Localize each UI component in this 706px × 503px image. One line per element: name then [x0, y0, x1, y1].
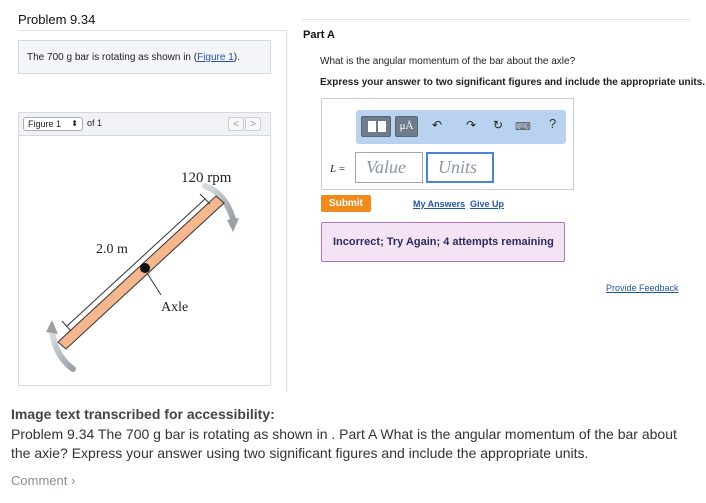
- variable-label: L =: [330, 163, 345, 175]
- chevron-right-icon: >: [250, 119, 256, 130]
- my-answers-link[interactable]: My Answers: [413, 199, 466, 209]
- axle-leader-line: [146, 272, 162, 296]
- figure-count: of 1: [87, 118, 103, 128]
- transcription-title: Image text transcribed for accessibility…: [11, 406, 275, 422]
- part-title: Part A: [303, 29, 335, 41]
- template-button[interactable]: [361, 116, 391, 137]
- chevron-right-icon: ›: [70, 473, 76, 488]
- figure-toolbar: Figure 1 ⬍ of 1 < >: [19, 113, 270, 136]
- comment-button[interactable]: Comment ›: [11, 473, 75, 488]
- prev-figure-button[interactable]: <: [228, 117, 244, 131]
- next-figure-button[interactable]: >: [245, 117, 261, 131]
- length-dimension-line: [66, 198, 206, 327]
- answer-editor: μÅ ↶ ↷ ↻ ⌨ ? L = Value Units: [321, 98, 574, 190]
- units-input[interactable]: Units: [426, 152, 494, 183]
- units-button[interactable]: μÅ: [395, 116, 418, 137]
- rpm-label: 120 rpm: [181, 170, 232, 186]
- provide-feedback-link[interactable]: Provide Feedback: [606, 283, 679, 293]
- divider: [18, 30, 286, 31]
- figure-link[interactable]: Figure 1: [197, 52, 234, 63]
- chevron-left-icon: <: [233, 119, 239, 130]
- statement-text-end: ).: [233, 52, 240, 63]
- give-up-link[interactable]: Give Up: [470, 199, 505, 209]
- equals-sign: =: [336, 163, 346, 175]
- rotation-arrowhead-top: [227, 218, 239, 232]
- figure-select-value: Figure 1: [28, 119, 62, 129]
- undo-icon[interactable]: ↶: [432, 118, 443, 132]
- template-icon: [378, 121, 386, 132]
- keyboard-icon[interactable]: ⌨: [515, 121, 531, 133]
- submit-button[interactable]: Submit: [321, 195, 371, 212]
- incorrect-feedback: Incorrect; Try Again; 4 attempts remaini…: [321, 222, 565, 262]
- select-arrows-icon: ⬍: [71, 119, 78, 128]
- variable-symbol: L: [330, 163, 337, 175]
- divider: [302, 19, 690, 20]
- length-label: 2.0 m: [96, 242, 128, 257]
- rotation-arrowhead-bottom: [46, 320, 58, 334]
- statement-text: The 700 g bar is rotating as shown in (: [27, 52, 198, 63]
- figure-panel: Figure 1 ⬍ of 1 < >: [18, 112, 271, 386]
- help-icon[interactable]: ?: [549, 116, 557, 131]
- rotation-arrow-bottom: [49, 329, 76, 372]
- length-tick-start: [61, 320, 72, 332]
- figure-select[interactable]: Figure 1 ⬍: [23, 117, 83, 131]
- problem-statement: The 700 g bar is rotating as shown in (F…: [18, 40, 271, 74]
- instruction-text: Express your answer to two significant f…: [320, 77, 706, 88]
- rotating-bar-figure: 120 rpm 2.0 m Axle: [46, 170, 239, 372]
- comment-label: Comment: [11, 473, 68, 488]
- problem-panel: The 700 g bar is rotating as shown in (F…: [18, 30, 287, 392]
- value-input[interactable]: Value: [355, 152, 423, 183]
- axle-label: Axle: [161, 300, 188, 315]
- axle-dot: [140, 263, 150, 273]
- length-tick-end: [199, 193, 211, 205]
- editor-toolbar: μÅ ↶ ↷ ↻ ⌨ ?: [356, 110, 566, 144]
- reset-icon[interactable]: ↻: [493, 118, 504, 132]
- template-icon: [368, 121, 376, 132]
- rotation-arrow-top: [202, 183, 236, 222]
- problem-title: Problem 9.34: [18, 12, 96, 27]
- redo-icon[interactable]: ↷: [466, 118, 477, 132]
- transcription-body: Problem 9.34 The 700 g bar is rotating a…: [11, 426, 677, 461]
- rotating-bar: [57, 195, 225, 350]
- question-text: What is the angular momentum of the bar …: [320, 56, 576, 67]
